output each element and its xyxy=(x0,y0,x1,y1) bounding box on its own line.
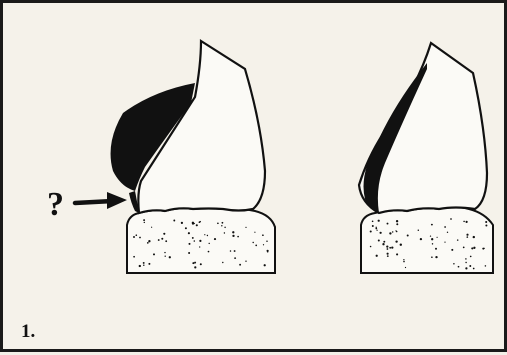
arrow-head xyxy=(107,192,127,209)
tooth-illustration: ? xyxy=(3,3,507,355)
right-tooth xyxy=(359,43,493,273)
question-mark: ? xyxy=(47,186,64,223)
figure-number: 1. xyxy=(21,321,35,343)
question-arrow: ? xyxy=(47,186,127,223)
right-gum xyxy=(361,207,493,273)
